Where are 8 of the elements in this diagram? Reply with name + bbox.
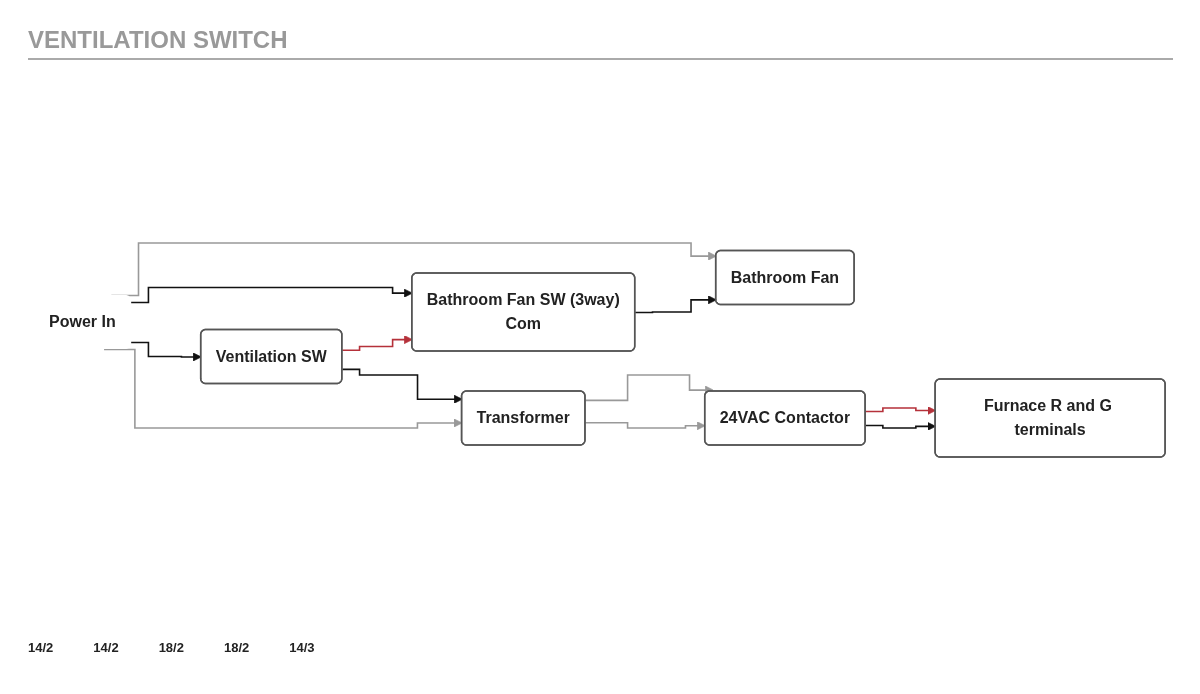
arrow — [103, 348, 463, 429]
wire-gauge-label: 18/2 — [158, 640, 184, 655]
wire-gauge-label: 14/2 — [28, 640, 54, 655]
wire-gauge-label: 14/3 — [289, 640, 315, 655]
wire-gauge-label: 14/2 — [93, 640, 119, 655]
title: VENTILATION SWITCH — [28, 26, 288, 54]
wire-gauge-label: 18/2 — [223, 640, 250, 655]
arrow — [585, 374, 715, 402]
